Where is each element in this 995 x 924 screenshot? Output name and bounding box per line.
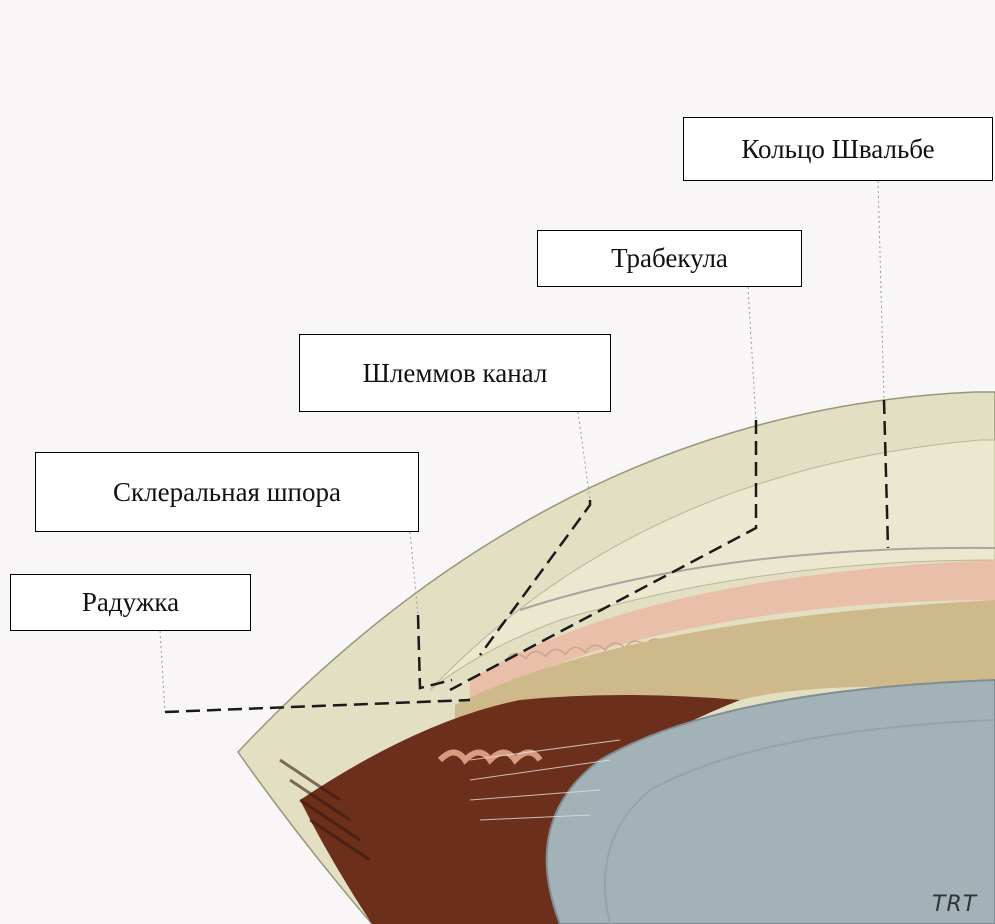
label-scleral-spur: Склеральная шпора [35, 452, 419, 532]
label-trabecula: Трабекула [537, 230, 802, 287]
label-schwalbe-ring-text: Кольцо Швальбе [741, 134, 934, 165]
label-iris: Радужка [10, 574, 251, 631]
label-schlemm-canal: Шлеммов канал [299, 334, 611, 412]
label-iris-text: Радужка [82, 587, 179, 618]
label-scleral-spur-text: Склеральная шпора [113, 477, 341, 508]
artist-signature: TRT [932, 892, 977, 917]
label-trabecula-text: Трабекула [611, 243, 728, 274]
label-schlemm-canal-text: Шлеммов канал [363, 358, 548, 389]
label-schwalbe-ring: Кольцо Швальбе [683, 117, 993, 181]
